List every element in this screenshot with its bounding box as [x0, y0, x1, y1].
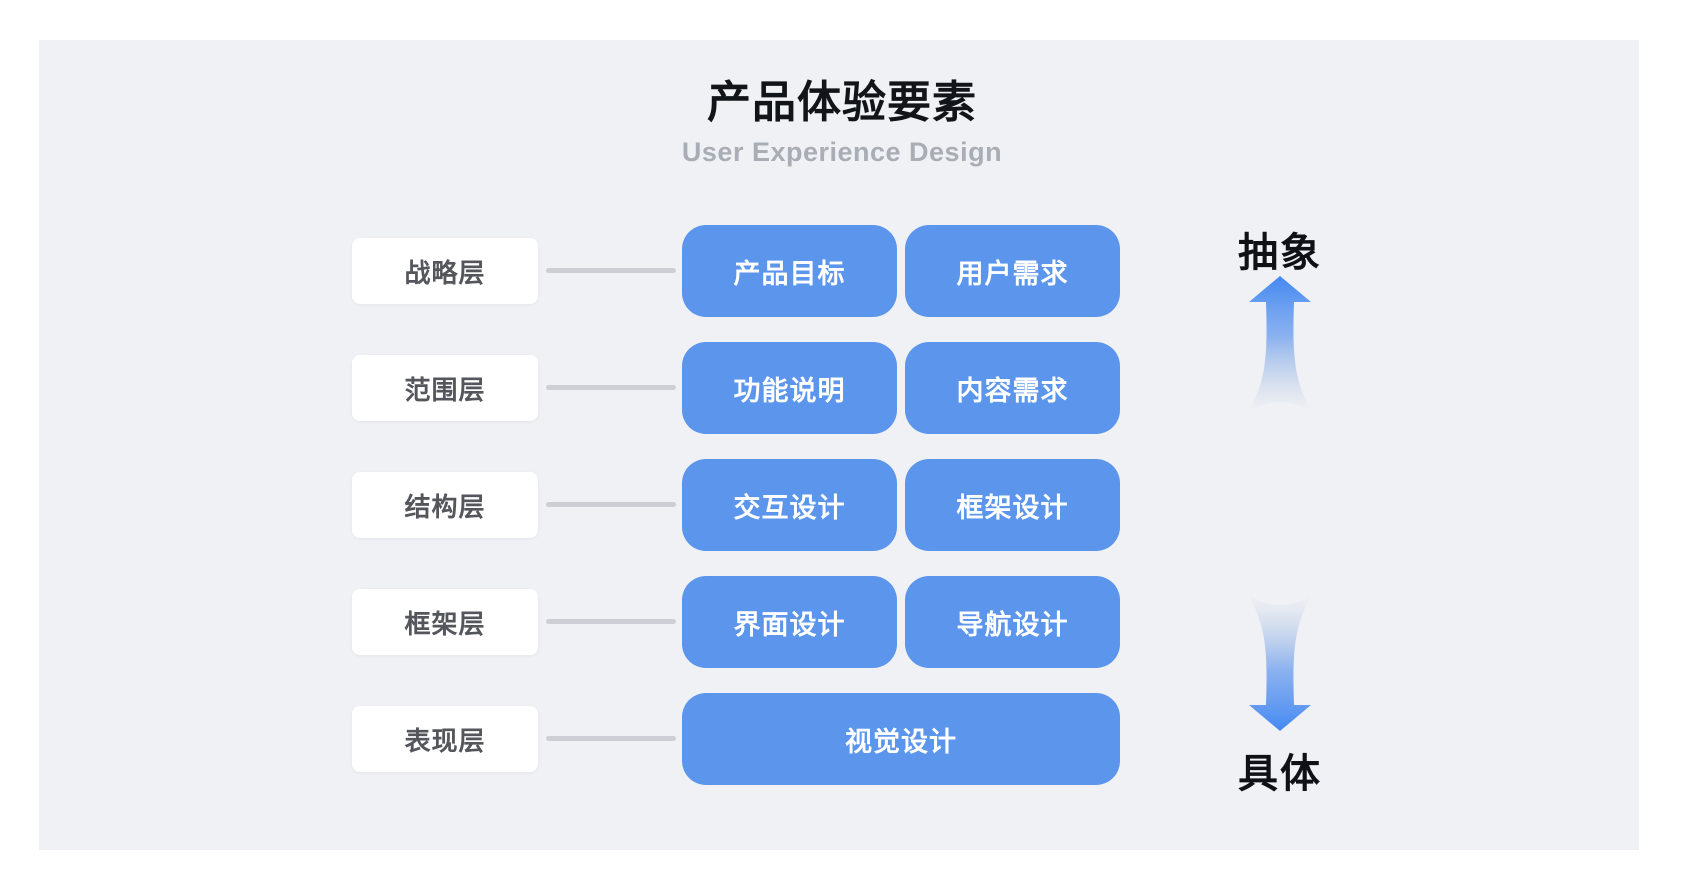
chip-interface-design: 界面设计 — [682, 576, 897, 668]
connector-line — [546, 736, 676, 741]
layer-label: 表现层 — [352, 706, 538, 772]
chip-interaction-design: 交互设计 — [682, 459, 897, 551]
up-arrow-icon — [1249, 276, 1311, 412]
chip-group: 交互设计 框架设计 — [682, 459, 1120, 551]
connector-line — [546, 502, 676, 507]
page-subtitle: User Experience Design — [681, 136, 1003, 167]
chip-content-requirements: 内容需求 — [905, 342, 1120, 434]
concrete-label: 具体 — [1238, 752, 1322, 796]
chip-visual-design: 视觉设计 — [682, 693, 1120, 785]
page-title: 产品体验要素 — [707, 78, 977, 127]
layer-row-structure: 结构层 交互设计 框架设计 — [352, 459, 1120, 551]
chip-user-needs: 用户需求 — [905, 225, 1120, 317]
chip-group: 视觉设计 — [682, 693, 1120, 785]
abstract-label: 抽象 — [1238, 231, 1322, 275]
chip-information-architecture: 框架设计 — [905, 459, 1120, 551]
chip-navigation-design: 导航设计 — [905, 576, 1120, 668]
connector-line — [546, 619, 676, 624]
chip-functional-spec: 功能说明 — [682, 342, 897, 434]
layer-row-scope: 范围层 功能说明 内容需求 — [352, 342, 1120, 434]
chip-group: 功能说明 内容需求 — [682, 342, 1120, 434]
layer-label: 框架层 — [352, 589, 538, 655]
layer-label: 范围层 — [352, 355, 538, 421]
layer-row-skeleton: 框架层 界面设计 导航设计 — [352, 576, 1120, 668]
layer-row-strategy: 战略层 产品目标 用户需求 — [352, 225, 1120, 317]
connector-line — [546, 268, 676, 273]
connector-line — [546, 385, 676, 390]
chip-group: 界面设计 导航设计 — [682, 576, 1120, 668]
chip-group: 产品目标 用户需求 — [682, 225, 1120, 317]
down-arrow-icon — [1249, 595, 1311, 731]
diagram-header: 产品体验要素 User Experience Design — [682, 78, 1002, 168]
layer-row-surface: 表现层 视觉设计 — [352, 693, 1120, 785]
chip-product-goal: 产品目标 — [682, 225, 897, 317]
layer-label: 战略层 — [352, 238, 538, 304]
layer-label: 结构层 — [352, 472, 538, 538]
